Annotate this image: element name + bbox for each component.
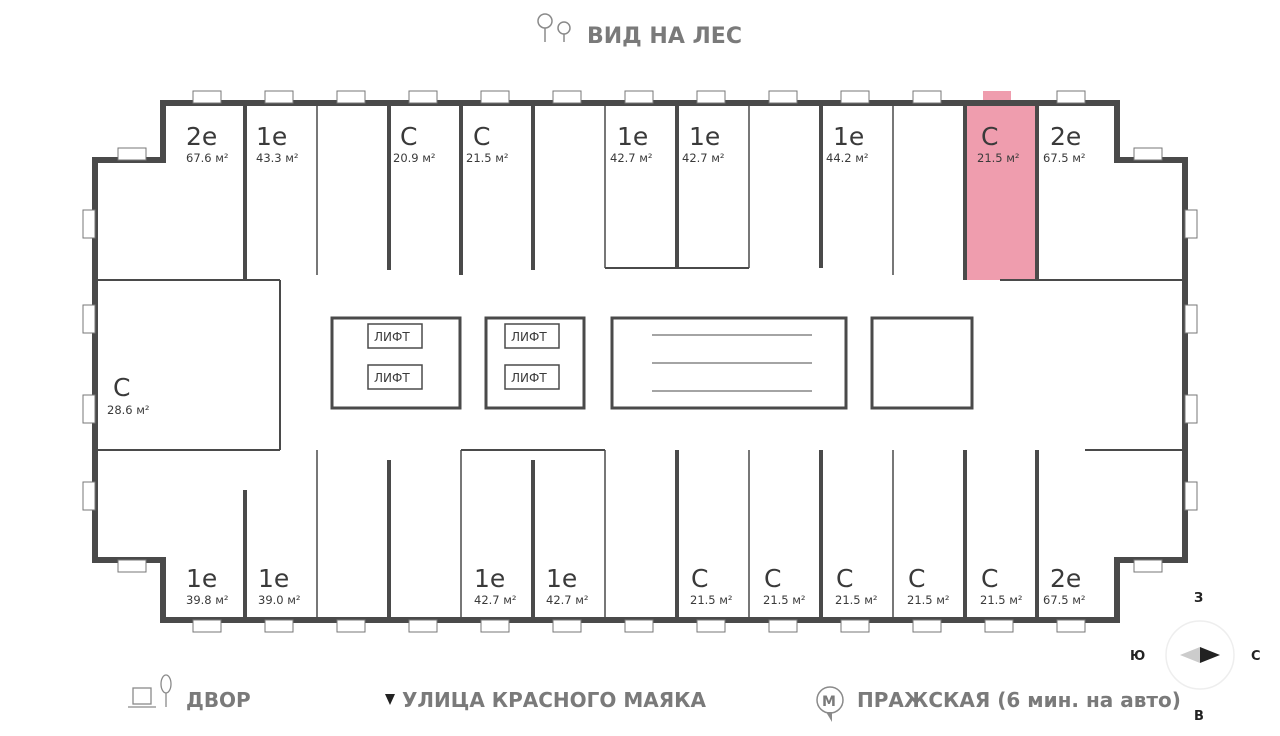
compass: З Ю С В	[1130, 591, 1261, 724]
unit-bottom-6[interactable]: С21.5 м²	[763, 564, 806, 607]
unit-area: 21.5 м²	[907, 593, 950, 607]
unit-type: С	[908, 564, 925, 593]
unit-type: С	[764, 564, 781, 593]
unit-area: 44.2 м²	[826, 151, 869, 165]
building-walls	[92, 100, 1188, 623]
unit-type: 2e	[186, 122, 217, 151]
compass-needle-icon	[1200, 647, 1220, 663]
compass-south: В	[1194, 709, 1204, 724]
unit-area: 42.7 м²	[682, 151, 725, 165]
unit-type: 1e	[546, 564, 577, 593]
unit-type: С	[836, 564, 853, 593]
unit-type: С	[691, 564, 708, 593]
unit-area: 67.6 м²	[186, 151, 229, 165]
unit-type: 1e	[617, 122, 648, 151]
unit-left[interactable]: С28.6 м²	[107, 373, 150, 417]
unit-type: 1e	[186, 564, 217, 593]
unit-bottom-9[interactable]: С21.5 м²	[980, 564, 1023, 607]
lift-label: ЛИФТ	[374, 330, 410, 344]
unit-type: 1e	[689, 122, 720, 151]
unit-bottom-5[interactable]: С21.5 м²	[690, 564, 733, 607]
unit-area: 42.7 м²	[610, 151, 653, 165]
unit-area: 21.5 м²	[835, 593, 878, 607]
unit-area: 21.5 м²	[763, 593, 806, 607]
unit-type: 2e	[1050, 122, 1081, 151]
metro-letter: М	[822, 694, 836, 710]
unit-area: 21.5 м²	[980, 593, 1023, 607]
yard-icon	[128, 674, 172, 708]
trees-icon	[537, 13, 571, 42]
unit-area: 21.5 м²	[690, 593, 733, 607]
lift-label: ЛИФТ	[511, 371, 547, 385]
selected-unit-highlight[interactable]	[965, 103, 1037, 280]
legend-metro: ПРАЖСКАЯ (6 мин. на авто)	[857, 688, 1181, 712]
unit-top-3[interactable]: С20.9 м²	[393, 122, 436, 165]
unit-type: 2e	[1050, 564, 1081, 593]
unit-area: 43.3 м²	[256, 151, 299, 165]
unit-area: 20.9 м²	[393, 151, 436, 165]
lift-label: ЛИФТ	[374, 371, 410, 385]
unit-type: 1e	[256, 122, 287, 151]
unit-type: 1e	[258, 564, 289, 593]
unit-area: 39.0 м²	[258, 593, 301, 607]
compass-east: С	[1251, 649, 1261, 664]
stairs	[652, 334, 812, 392]
unit-type: С	[473, 122, 490, 151]
lift-label: ЛИФТ	[511, 330, 547, 344]
unit-area: 21.5 м²	[977, 151, 1020, 165]
street-arrow-icon	[385, 694, 395, 705]
header-title: ВИД НА ЛЕС	[587, 24, 742, 49]
windows	[82, 90, 1198, 633]
compass-north: З	[1194, 591, 1203, 606]
unit-type: С	[981, 564, 998, 593]
legend-yard: ДВОР	[186, 688, 251, 712]
lift-frames	[367, 323, 560, 390]
metro-icon: М	[816, 686, 844, 722]
legend-street: УЛИЦА КРАСНОГО МАЯКА	[402, 688, 707, 712]
unit-area: 39.8 м²	[186, 593, 229, 607]
unit-area: 28.6 м²	[107, 403, 150, 417]
unit-area: 67.5 м²	[1043, 151, 1086, 165]
unit-bottom-7[interactable]: С21.5 м²	[835, 564, 878, 607]
unit-area: 67.5 м²	[1043, 593, 1086, 607]
compass-west: Ю	[1130, 649, 1145, 664]
unit-area: 42.7 м²	[546, 593, 589, 607]
unit-type: 1e	[833, 122, 864, 151]
unit-area: 21.5 м²	[466, 151, 509, 165]
unit-type: С	[113, 373, 130, 402]
unit-type: С	[981, 122, 998, 151]
unit-area: 42.7 м²	[474, 593, 517, 607]
unit-top-8-selected[interactable]: С21.5 м²	[977, 122, 1020, 165]
unit-bottom-8[interactable]: С21.5 м²	[907, 564, 950, 607]
compass-needle-icon	[1180, 647, 1200, 663]
unit-top-4[interactable]: С21.5 м²	[466, 122, 509, 165]
unit-type: 1e	[474, 564, 505, 593]
unit-type: С	[400, 122, 417, 151]
